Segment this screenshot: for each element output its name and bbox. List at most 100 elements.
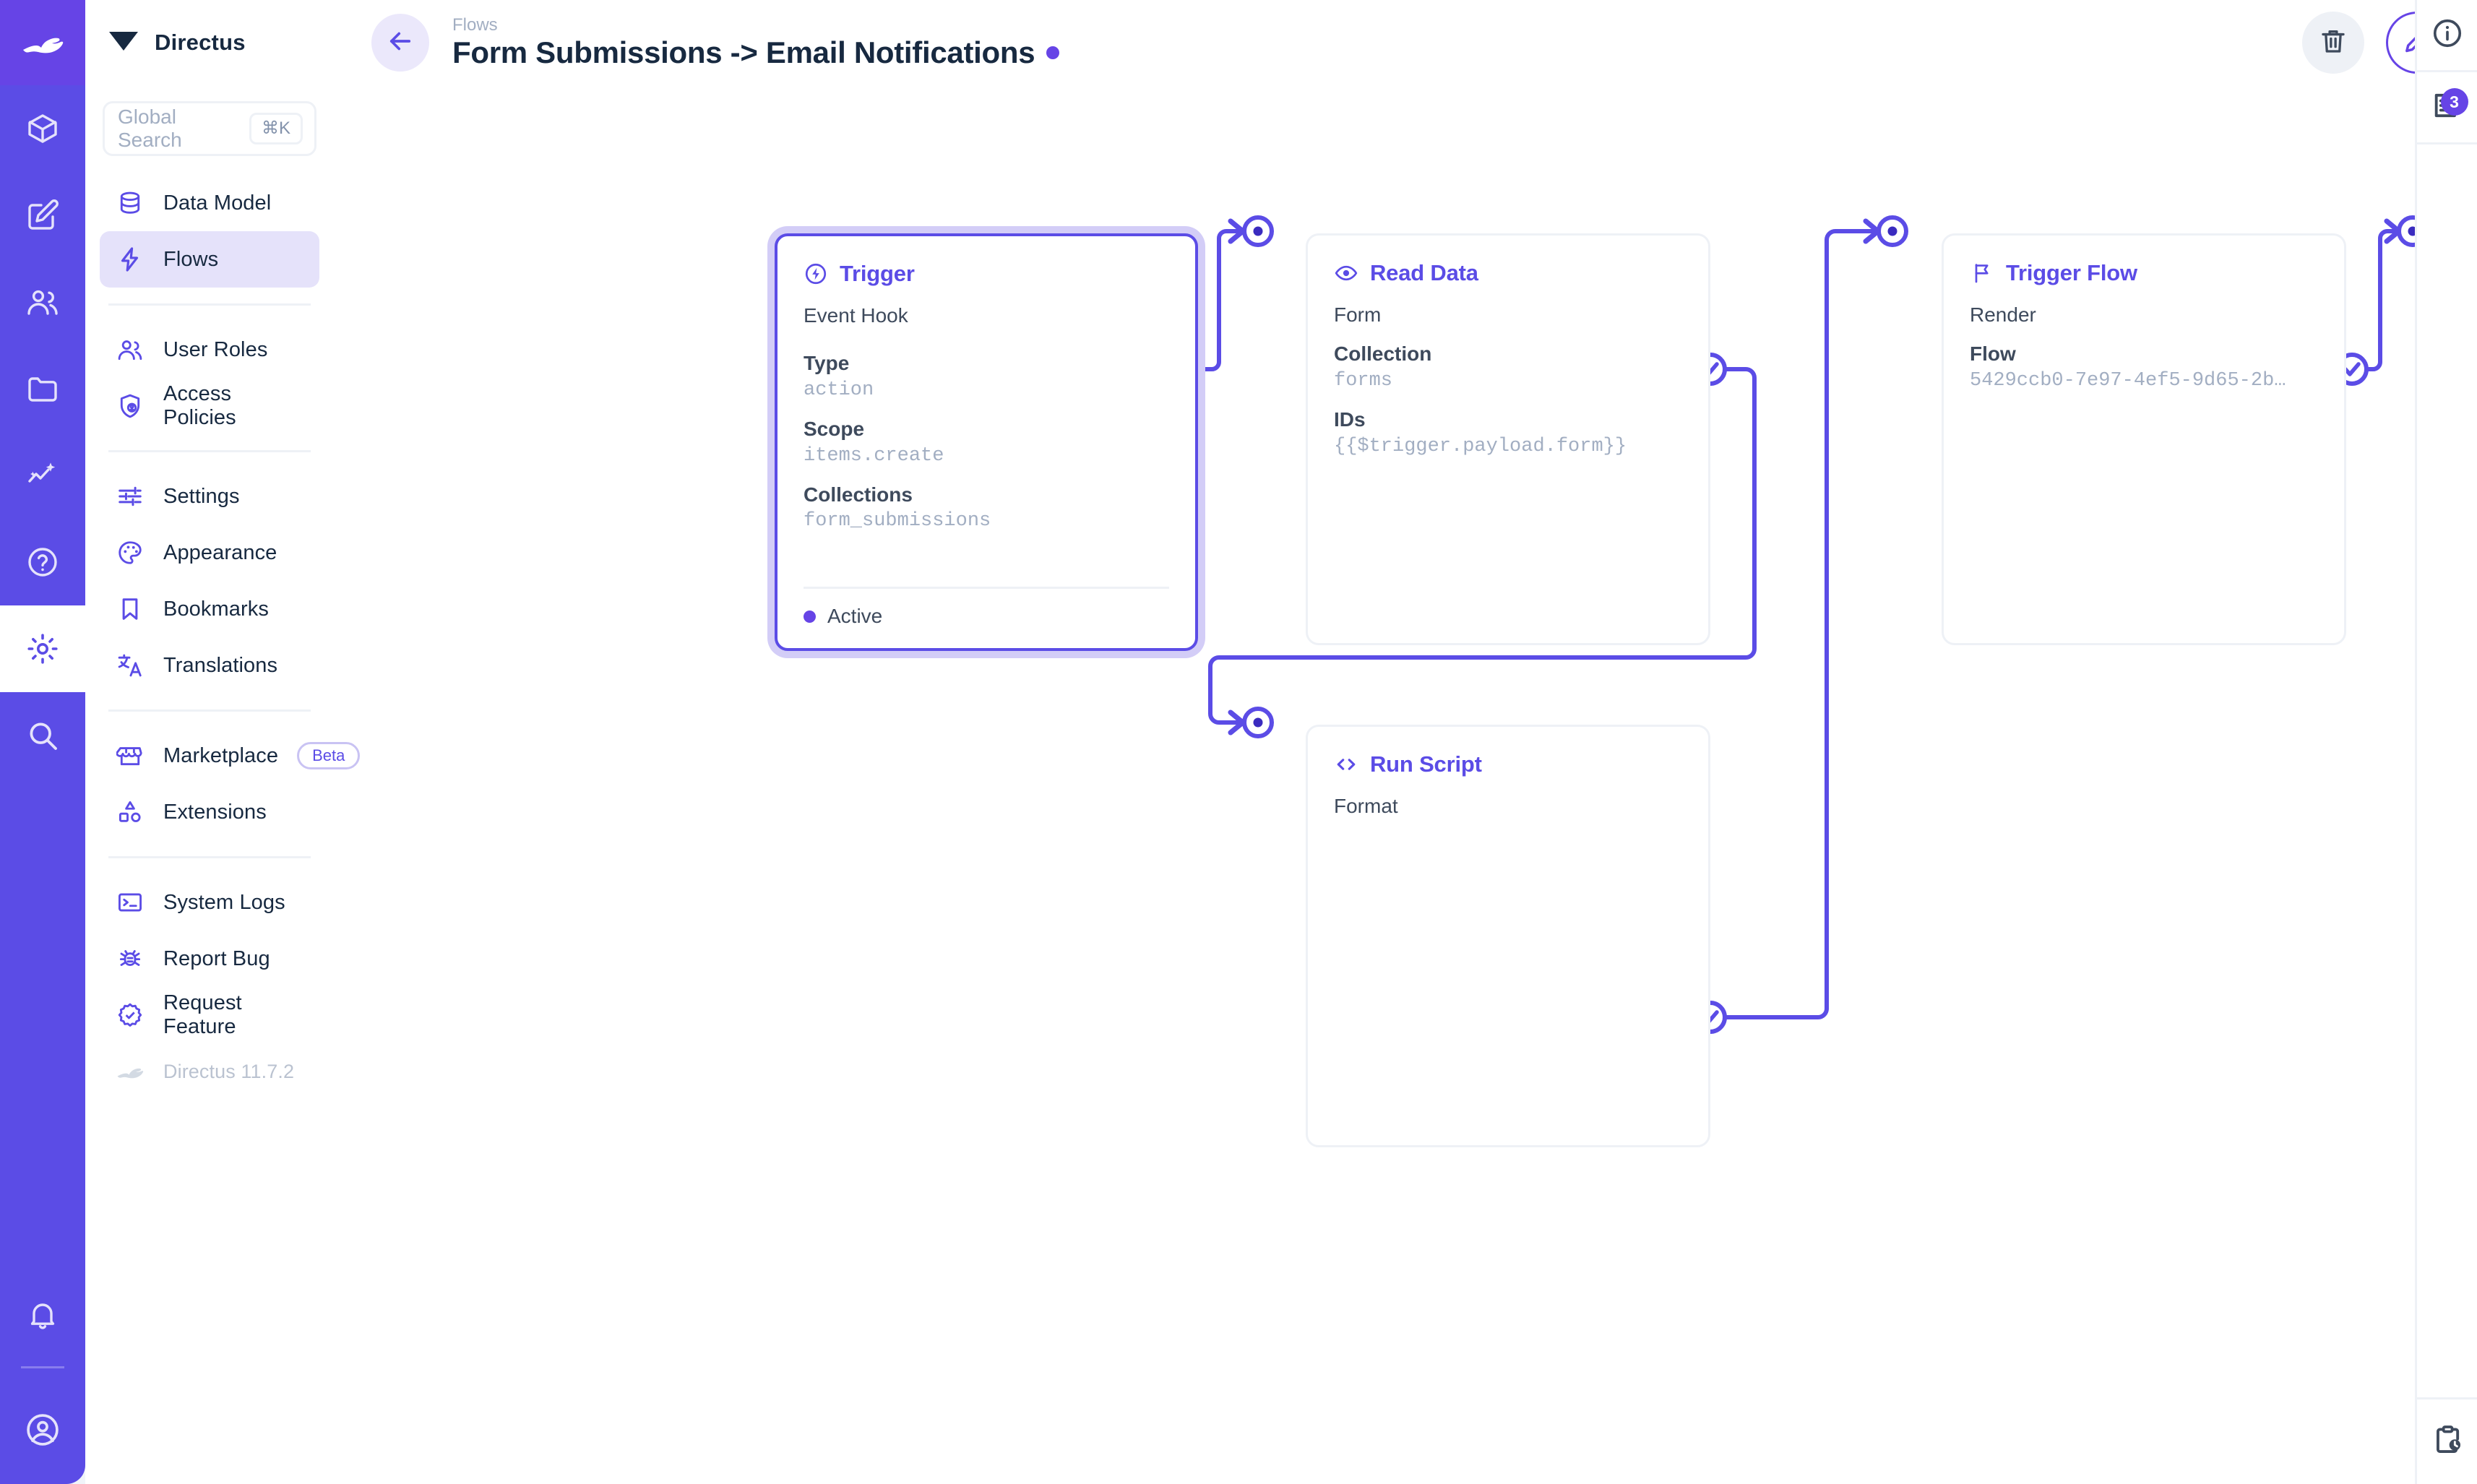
sidebar-item-label: Settings [163,484,240,508]
flag-icon [1970,261,1994,285]
sidebar-item-marketplace[interactable]: Marketplace Beta [100,728,361,784]
edge-run-script-to-trigger-flow-render [1714,229,1879,1019]
input-port-trigger-flow-render [1877,215,1908,247]
module-content[interactable] [0,85,85,172]
beta-badge: Beta [297,742,361,769]
sidebar-item-translations[interactable]: Translations [100,637,319,694]
status-dot-icon [804,610,816,623]
sidebar-item-label: Request Feature [163,991,242,1038]
navigation-sidebar: Directus Global Search ⌘K Data Model Flo… [85,0,361,1484]
node-status-footer: Active [804,587,1169,628]
field-value: {{$trigger.payload.form}} [1334,435,1627,457]
field-value: forms [1334,369,1393,392]
module-settings[interactable] [0,605,85,692]
sidebar-item-label: System Logs [163,890,285,914]
nav-group-3: Settings Appearance Bookmarks Translatio… [85,468,334,694]
sidebar-item-label: Bookmarks [163,597,269,621]
sidebar-item-appearance[interactable]: Appearance [100,525,319,581]
node-field: Scope items.create [804,416,1169,469]
clipboard-clock-icon [2431,1423,2464,1460]
terminal-icon [116,888,145,917]
node-type-header: Trigger [804,261,1169,287]
flow-node-read-data[interactable]: Read Data Form Collection forms IDs {{$t… [1306,233,1710,645]
sidebar-item-system-logs[interactable]: System Logs [100,874,319,931]
info-panel-button[interactable] [2416,0,2477,72]
page-title: Form Submissions -> Email Notifications [452,35,1035,70]
node-type-header: Run Script [1334,751,1682,777]
global-search-input[interactable]: Global Search ⌘K [103,101,316,156]
module-files[interactable] [0,345,85,432]
sidebar-item-bookmarks[interactable]: Bookmarks [100,581,319,637]
edge-render-to-send [2356,229,2401,371]
notifications-button[interactable] [0,1272,85,1359]
activity-panel-button[interactable]: 3 [2416,72,2477,144]
sidebar-item-request-feature[interactable]: Request Feature [100,987,319,1043]
sidebar-item-label: Report Bug [163,946,270,970]
directus-logo[interactable] [0,0,85,85]
field-value: action [804,379,874,401]
nav-divider [108,856,311,858]
sidebar-item-report-bug[interactable]: Report Bug [100,931,319,987]
nav-divider [108,450,311,452]
directus-mark-icon [108,29,139,57]
global-search-shortcut: ⌘K [249,113,303,144]
right-sidebar-rail: 3 [2415,0,2477,1484]
nav-divider [108,709,311,712]
sidebar-item-extensions[interactable]: Extensions [100,784,319,840]
info-circle-icon [2431,17,2464,53]
nav-divider [108,303,311,306]
sidebar-item-data-model[interactable]: Data Model [100,175,319,231]
module-bar [0,0,85,1484]
module-insights[interactable] [0,432,85,519]
input-port-read-data [1242,215,1274,247]
back-button[interactable] [371,14,429,72]
extension-shapes-icon [116,798,145,827]
field-value: form_submissions [804,510,991,532]
flow-canvas[interactable]: Trigger Event Hook Type action Scope ite… [334,85,2477,1484]
module-bar-divider [21,1366,64,1368]
badge-check-icon [116,1001,145,1030]
shield-person-icon [116,392,145,420]
module-editor[interactable] [0,172,85,259]
palette-icon [116,538,145,567]
sidebar-item-user-roles[interactable]: User Roles [100,322,319,378]
sidebar-item-label: Extensions [163,800,267,824]
edge-trigger-to-read-data [1187,229,1246,371]
sidebar-item-settings[interactable]: Settings [100,468,319,525]
module-search[interactable] [0,692,85,779]
delete-flow-button[interactable] [2302,12,2364,74]
module-help[interactable] [0,519,85,605]
field-key: Scope [804,418,865,441]
module-users[interactable] [0,259,85,345]
field-key: Collections [804,483,913,506]
bug-icon [116,944,145,973]
edge-read-data-to-run-script [1208,367,1757,725]
status-badge [1046,46,1060,60]
trash-icon [2318,26,2348,60]
nav-group-2: User Roles Access Policies [85,322,334,434]
field-key: Collection [1334,342,1432,366]
node-type-label: Read Data [1370,260,1478,285]
flow-logs-button[interactable] [2416,1397,2477,1484]
field-value: 5429ccb0-7e97-4ef5-9d65-2b… [1970,369,2286,392]
brand-name: Directus [155,30,246,55]
bolt-icon [116,245,145,274]
sidebar-item-access-policies[interactable]: Access Policies [100,378,319,434]
account-button[interactable] [0,1376,85,1484]
sidebar-item-label: Marketplace [163,743,279,767]
input-port-run-script [1242,707,1274,738]
people-icon [116,335,145,364]
title-row: Form Submissions -> Email Notifications [452,35,1060,70]
flow-node-trigger-flow-render[interactable]: Trigger Flow Render Flow 5429ccb0-7e97-4… [1942,233,2346,645]
field-key: Type [804,352,850,375]
sidebar-item-label: Data Model [163,191,272,215]
flow-node-trigger[interactable]: Trigger Event Hook Type action Scope ite… [775,233,1198,651]
sidebar-item-label: Flows [163,247,219,271]
sidebar-item-flows[interactable]: Flows [100,231,319,288]
title-block: Flows Form Submissions -> Email Notifica… [452,14,1060,70]
flow-node-run-script[interactable]: Run Script Format [1306,725,1710,1147]
node-type-label: Run Script [1370,751,1482,777]
breadcrumb[interactable]: Flows [452,14,498,35]
directus-rabbit-icon [116,1057,145,1086]
